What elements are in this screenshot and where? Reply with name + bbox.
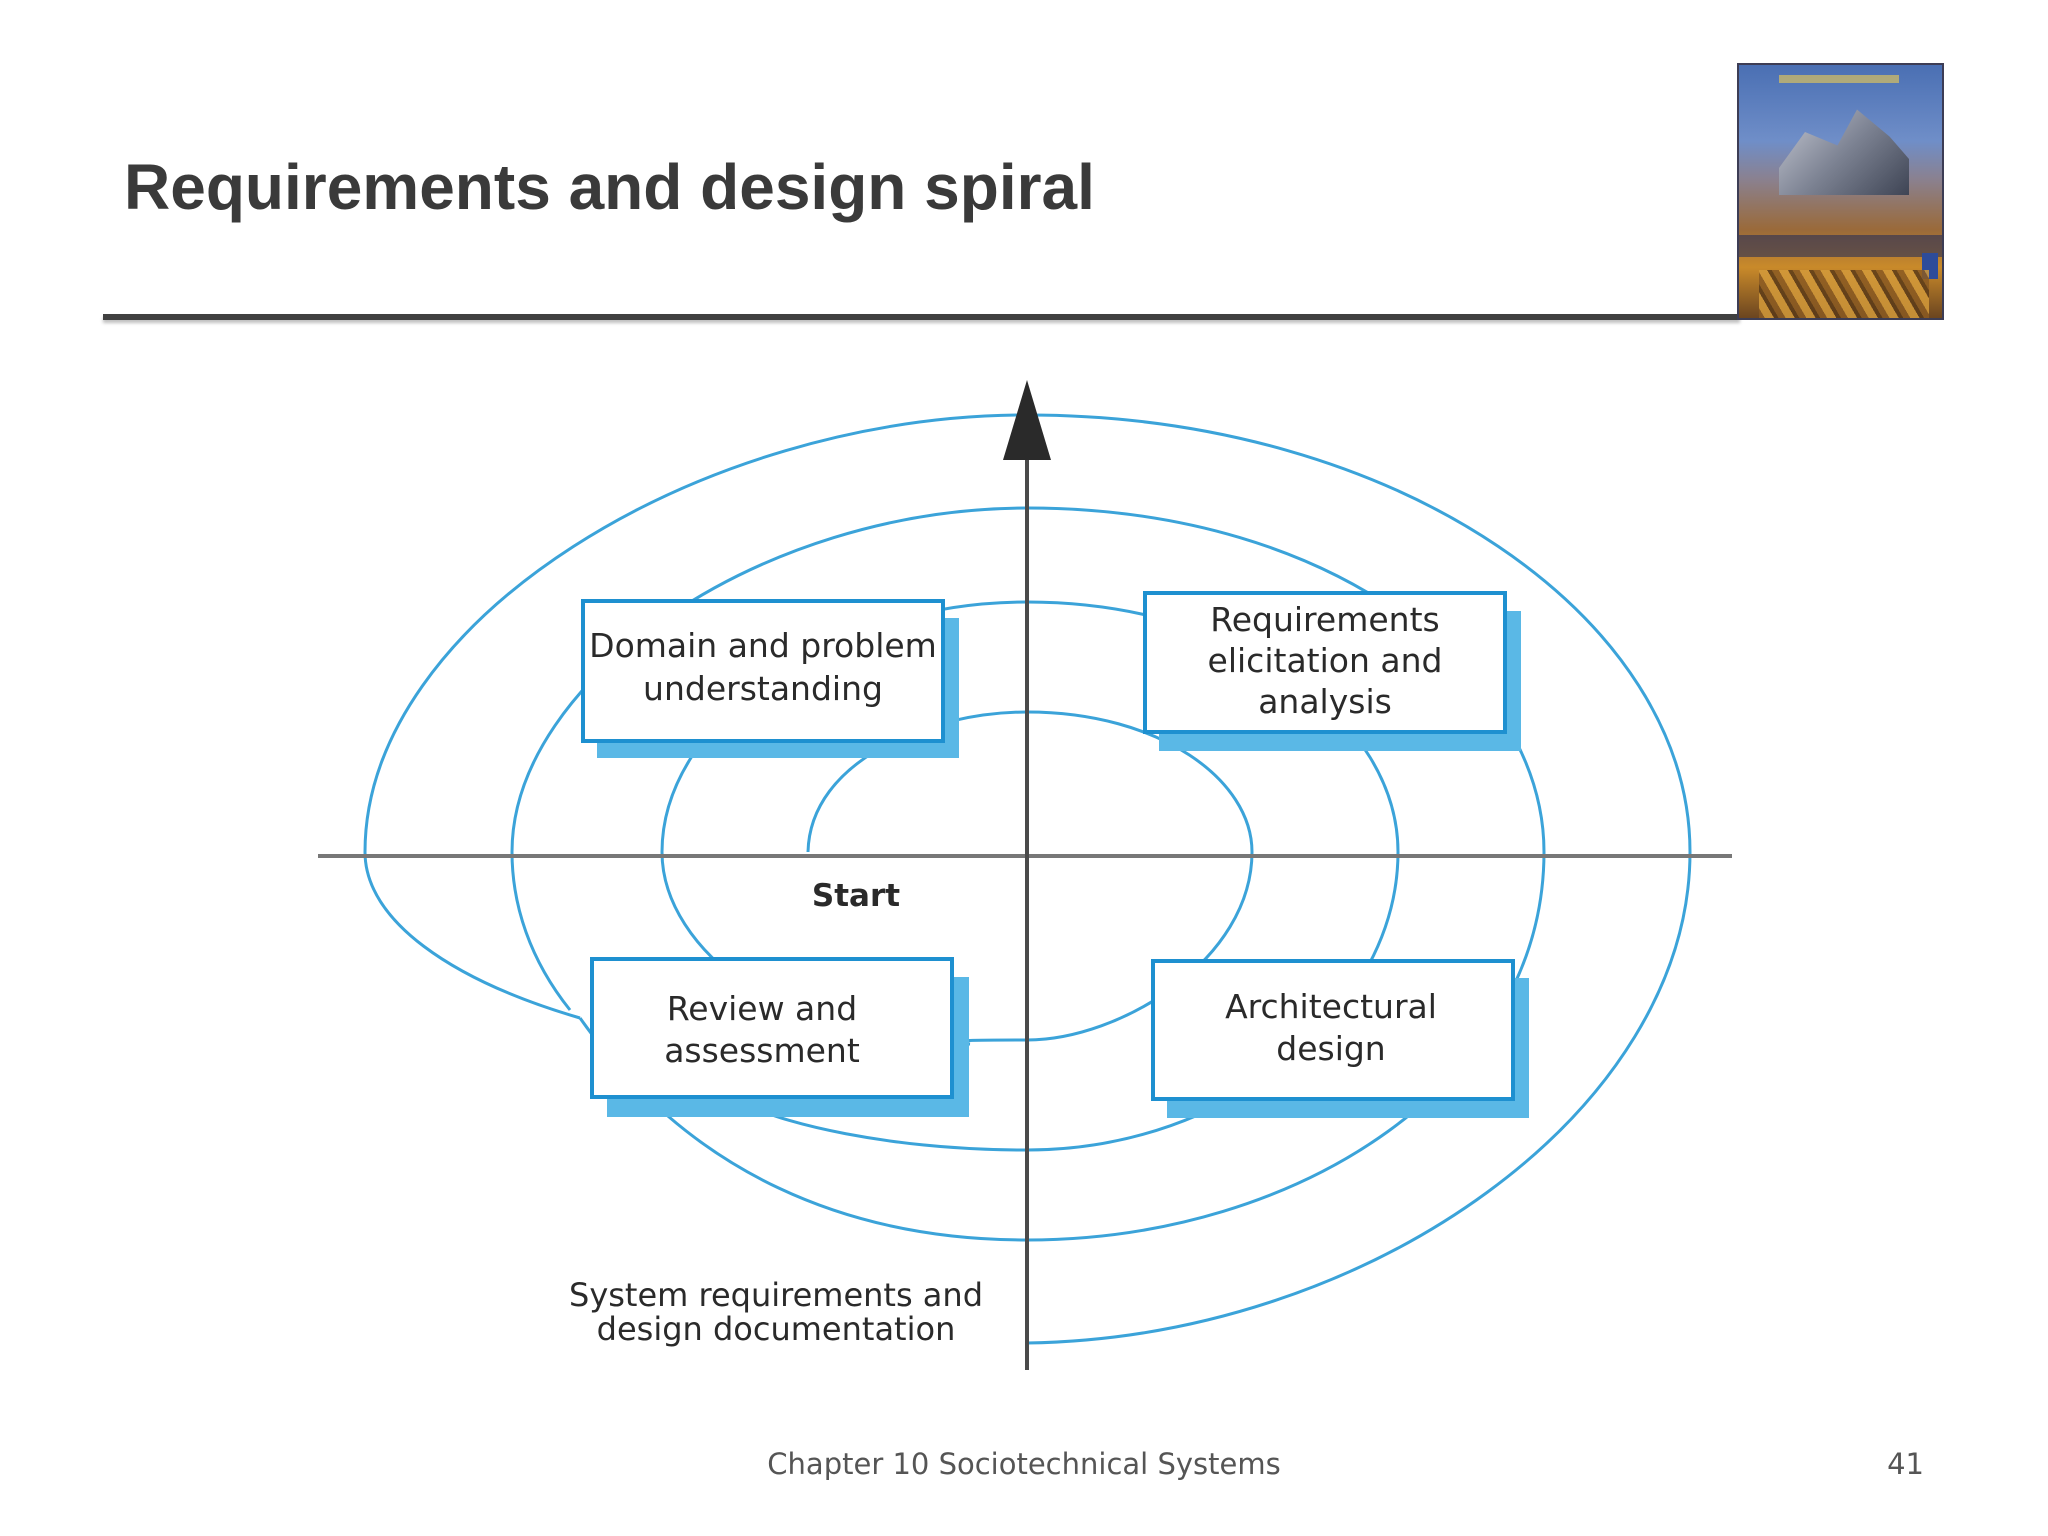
slide-footer: Chapter 10 Sociotechnical Systems: [767, 1447, 1281, 1481]
box-label-line: analysis: [1258, 682, 1392, 721]
output-label-line: design documentation: [597, 1310, 956, 1348]
axes: [318, 380, 1732, 1370]
box-label-line: Domain and problem: [589, 626, 937, 665]
book-cover-image: [1737, 63, 1944, 320]
box-architectural-design: Architectural design: [1151, 959, 1529, 1118]
page-number: 41: [1887, 1447, 1924, 1481]
box-domain-understanding: Domain and problem understanding: [581, 599, 959, 758]
title-divider: [103, 314, 1740, 320]
box-label-line: elicitation and: [1208, 641, 1443, 680]
output-label-line: System requirements and: [569, 1276, 983, 1314]
start-label: Start: [812, 878, 900, 914]
cover-title-band: [1739, 235, 1942, 257]
box-label-line: design: [1276, 1029, 1385, 1068]
box-label-line: Review and: [667, 989, 857, 1028]
box-label-line: Requirements: [1210, 600, 1439, 639]
cover-scaffold-graphic: [1759, 270, 1929, 318]
cover-top-strip: [1779, 75, 1899, 83]
box-review-assessment: Review and assessment: [590, 957, 969, 1117]
slide-title: Requirements and design spiral: [124, 151, 1095, 223]
box-label-line: Architectural: [1225, 987, 1437, 1026]
spiral-arc-4: [363, 413, 1692, 1345]
box-requirements-elicitation: Requirements elicitation and analysis: [1143, 591, 1521, 751]
output-label: System requirements and design documenta…: [569, 1276, 983, 1348]
box-label-line: assessment: [664, 1031, 860, 1070]
box-label-line: understanding: [643, 669, 883, 708]
